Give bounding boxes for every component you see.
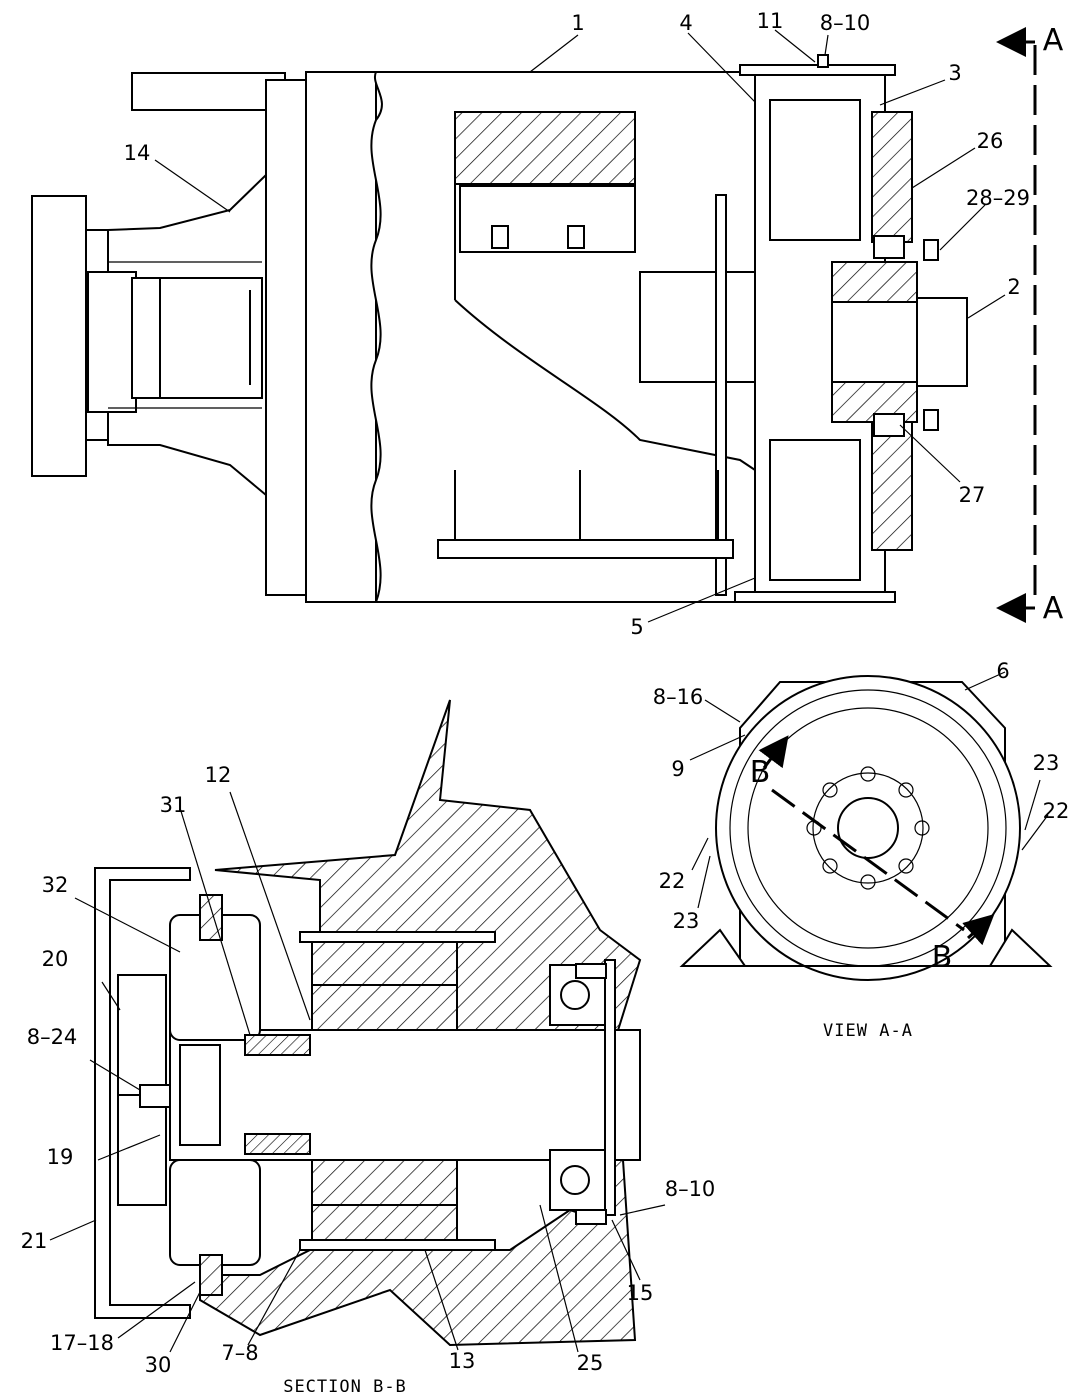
callout-9: 9 [671,757,684,781]
caption-section-b-b: SECTION B-B [283,1377,407,1397]
callout-3: 3 [948,61,961,85]
callout-21: 21 [21,1229,48,1253]
callout-28-29: 28–29 [966,186,1030,210]
callout-26: 26 [977,129,1004,153]
callout-19: 19 [47,1145,74,1169]
section-b-b [49,699,666,1353]
section-line-a [996,27,1037,623]
callout-8-10-top: 8–10 [820,11,871,35]
callout-13: 13 [449,1349,476,1373]
callout-23-left: 23 [673,909,700,933]
callout-27: 27 [959,483,986,507]
callout-8-10-bottom: 8–10 [665,1177,716,1201]
shaft-end [916,297,968,387]
callout-6: 6 [996,659,1009,683]
callout-4: 4 [679,11,692,35]
callout-20: 20 [42,947,69,971]
lifting-lug [131,72,286,111]
callout-8-24: 8–24 [27,1025,78,1049]
callout-1: 1 [571,11,584,35]
view-a-a [679,671,1053,981]
callout-17-18: 17–18 [50,1331,114,1355]
section-marker-a-top: A [1043,23,1064,58]
coupling-disc [31,195,87,477]
callout-25: 25 [577,1351,604,1375]
side-view [31,54,968,603]
section-shaft [169,1029,641,1161]
stator-core [454,111,636,185]
callout-11: 11 [757,9,784,33]
callout-15: 15 [627,1281,654,1305]
section-marker-b-bottom: B [932,940,953,975]
callout-2: 2 [1007,275,1020,299]
caption-view-a-a: VIEW A-A [823,1021,913,1041]
bearing-bottom [549,1149,606,1211]
callout-22-left: 22 [659,869,686,893]
callout-labels: 1 4 11 8–10 3 26 28–29 2 27 5 14 A A 6 8… [21,9,1070,1397]
callout-14: 14 [124,141,151,165]
section-marker-b-top: B [750,755,771,790]
leaders-top [154,29,1006,623]
callout-7-8: 7–8 [221,1341,258,1365]
callout-5: 5 [630,615,643,639]
callout-12: 12 [205,763,232,787]
end-view-shaft [837,797,899,859]
callout-22-right: 22 [1043,799,1070,823]
callout-8-16: 8–16 [653,685,704,709]
section-marker-a-bottom: A [1043,591,1064,626]
callout-30: 30 [145,1353,172,1377]
callout-23-right: 23 [1033,751,1060,775]
callout-31: 31 [160,793,187,817]
callout-32: 32 [42,873,69,897]
